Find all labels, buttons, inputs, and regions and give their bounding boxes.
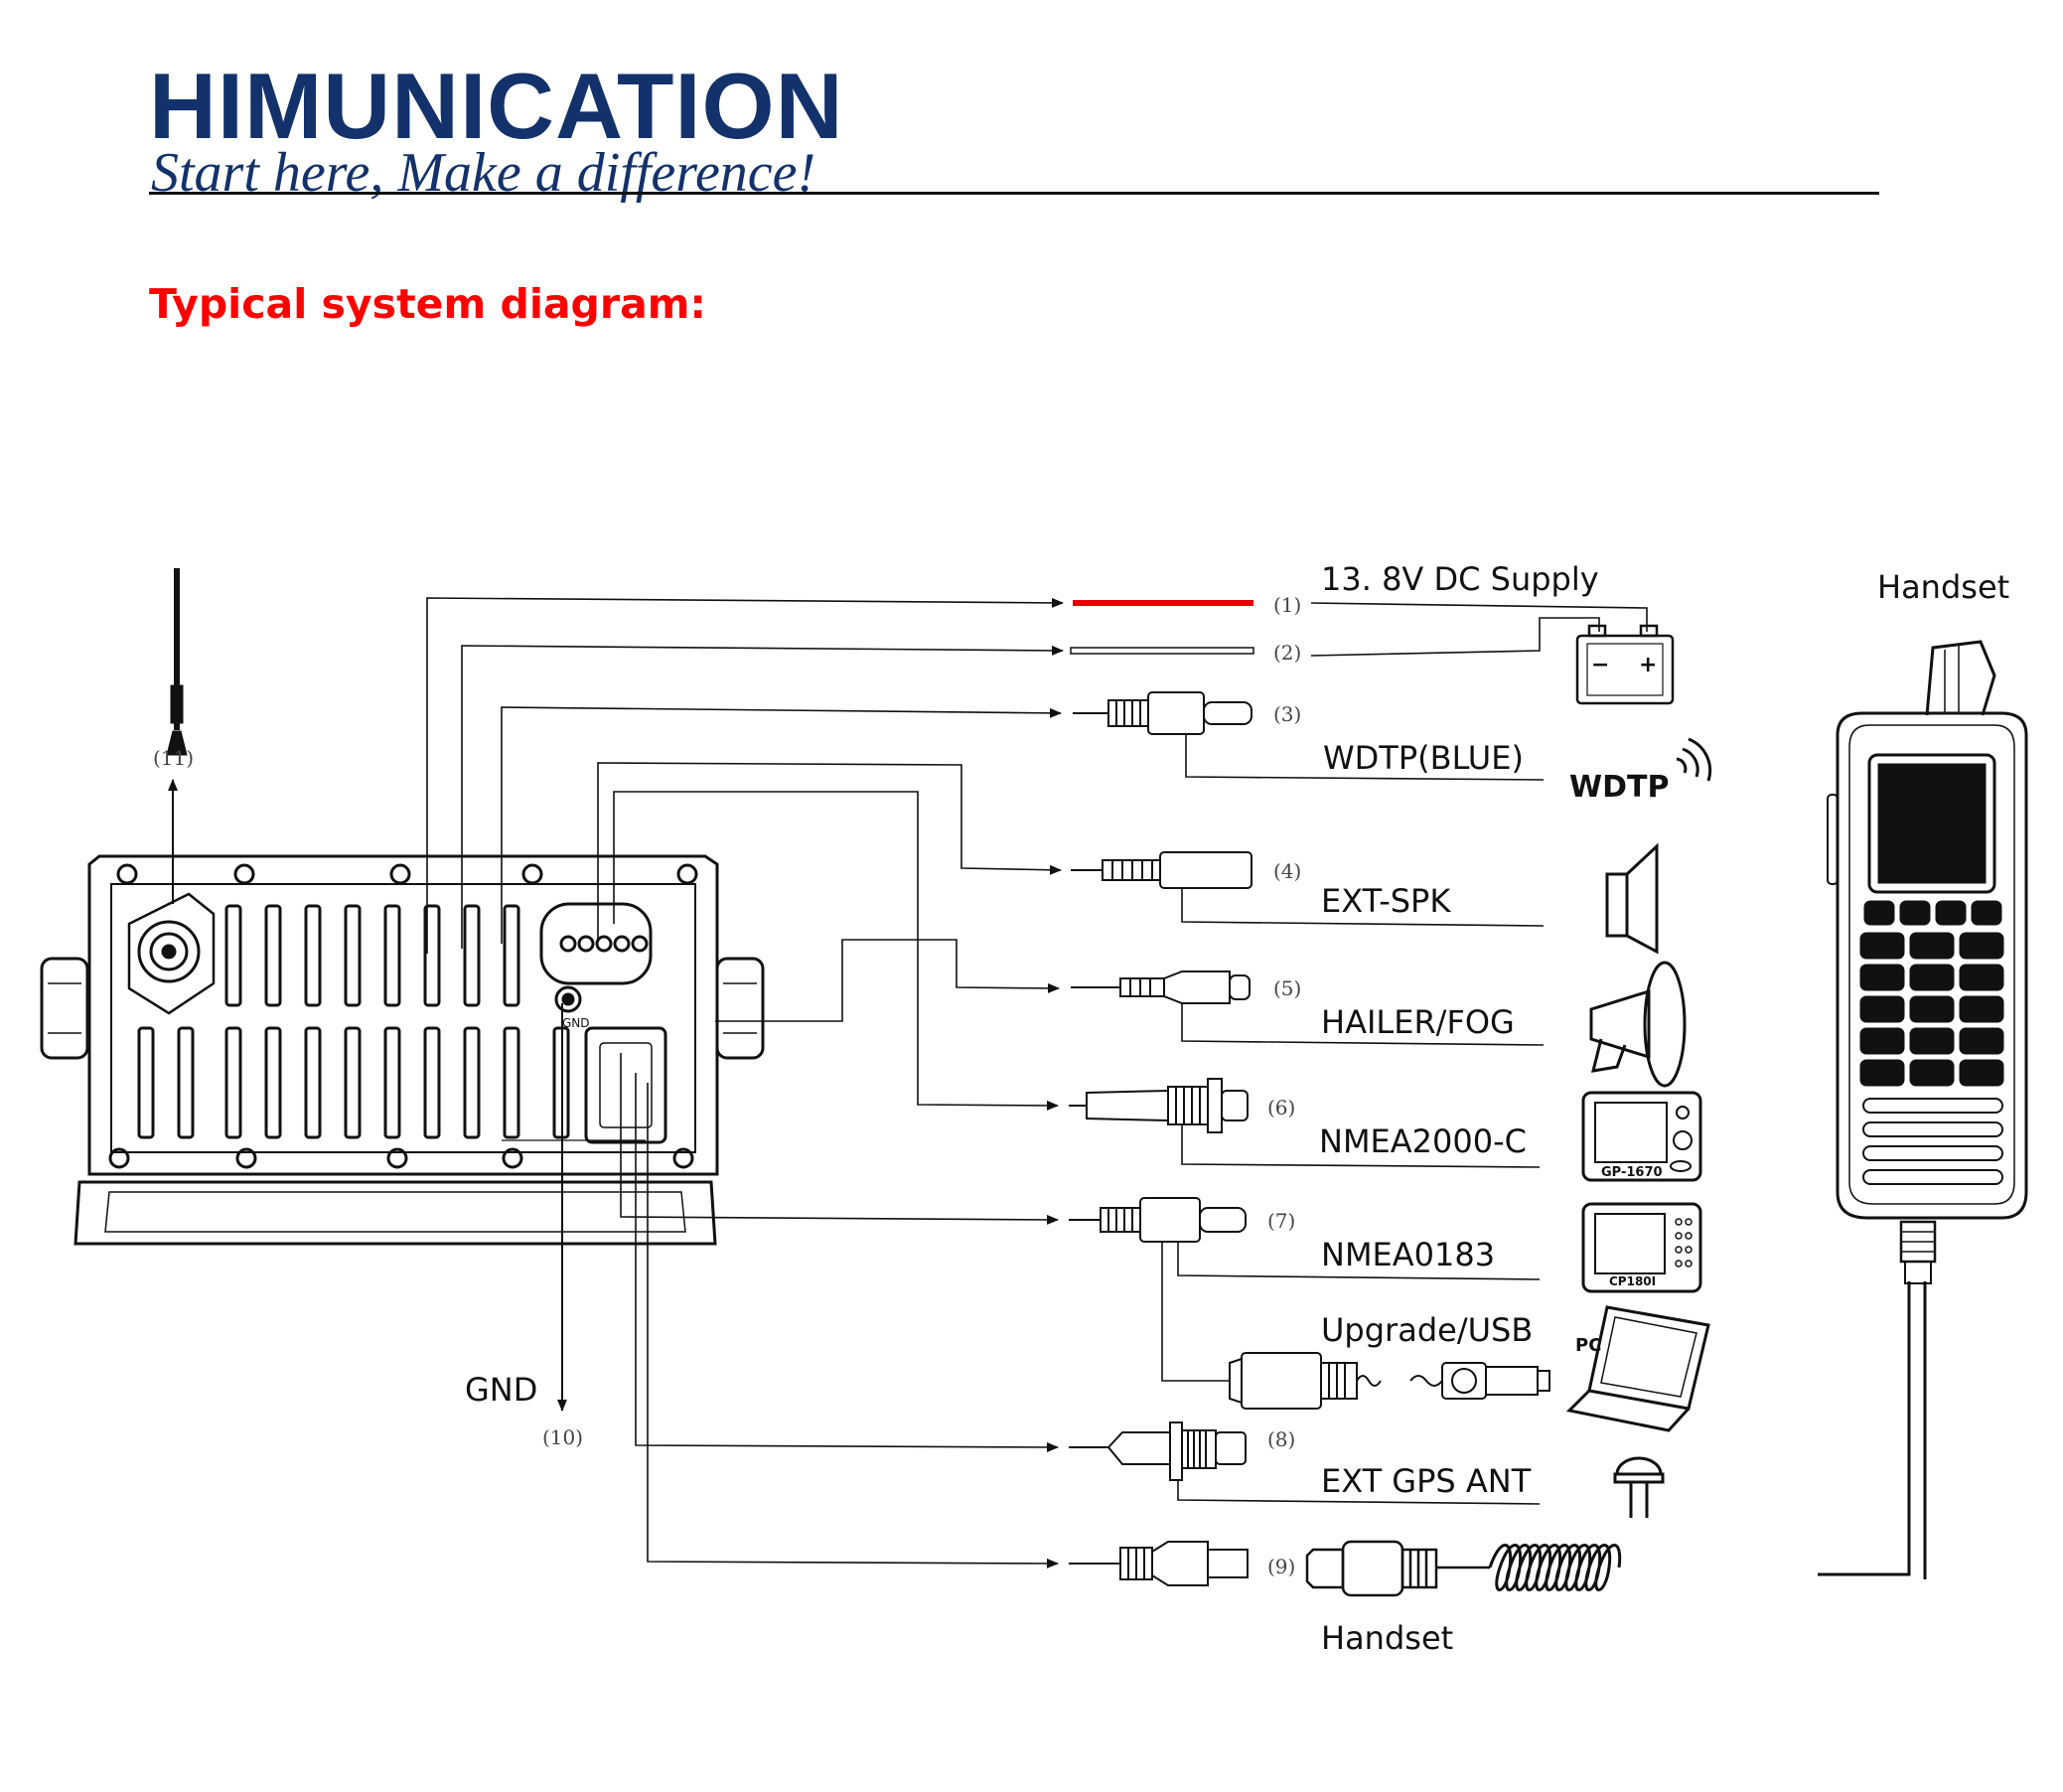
label-hailer: HAILER/FOG: [1321, 1003, 1515, 1041]
num-5: (5): [1273, 976, 1301, 1000]
gps-antenna-icon: [1613, 1456, 1665, 1518]
label-dc-supply: 13. 8V DC Supply: [1321, 560, 1599, 598]
num-2: (2): [1273, 641, 1301, 665]
speaker-icon: [1605, 842, 1659, 955]
battery-minus: −: [1591, 653, 1609, 677]
radio-cable-harness: [426, 597, 1064, 1568]
gps-plotter-icon: [1581, 1091, 1702, 1182]
num-4: (4): [1273, 859, 1301, 883]
wire-4: [1181, 888, 1545, 927]
horn-icon: [1589, 961, 1687, 1088]
handset-title: Handset: [1877, 568, 2009, 606]
connector-8: [1069, 1421, 1247, 1481]
num-6: (6): [1267, 1096, 1295, 1120]
num-8: (8): [1267, 1427, 1295, 1451]
label-wdtp: WDTP(BLUE): [1323, 739, 1524, 777]
power-positive-wire: [1310, 602, 1648, 632]
usb-connector: [1229, 1352, 1382, 1410]
usb-plug-icon: [1409, 1362, 1550, 1400]
label-handset-bottom: Handset: [1321, 1619, 1453, 1657]
power-negative-lead: [1070, 647, 1254, 655]
connector-5: [1071, 971, 1251, 1004]
section-heading: Typical system diagram:: [149, 280, 706, 328]
gnd-label: GND: [465, 1371, 537, 1409]
label-ext-spk: EXT-SPK: [1321, 882, 1451, 920]
power-negative-wire: [1310, 617, 1600, 657]
connector-6: [1069, 1078, 1249, 1133]
num-3: (3): [1273, 702, 1301, 726]
coiled-cord: [1488, 1281, 1927, 1591]
wdtp-icon: WDTP: [1569, 770, 1669, 805]
wire-7: [1177, 1242, 1541, 1280]
handset-icon: [1827, 640, 2028, 1284]
header-divider: [149, 192, 1879, 195]
brand-name: HIMUNICATION: [149, 54, 844, 158]
label-usb: Upgrade/USB: [1321, 1311, 1533, 1349]
handset-plug: [1305, 1540, 1490, 1597]
label-nmea2000: NMEA2000-C: [1319, 1122, 1527, 1160]
laptop-icon: [1565, 1305, 1710, 1432]
wire-5: [1181, 1003, 1545, 1046]
wire-3: [1185, 734, 1545, 781]
gnd-number: (10): [542, 1425, 583, 1449]
num-7: (7): [1267, 1209, 1295, 1233]
wire-6: [1181, 1124, 1541, 1168]
usb-branch-wire: [1161, 1242, 1230, 1382]
connector-7: [1069, 1197, 1247, 1243]
connector-4: [1071, 851, 1253, 889]
cp-model-label: CP180I: [1609, 1274, 1656, 1288]
radio-rear-panel: [40, 854, 765, 1246]
num-1: (1): [1273, 593, 1301, 617]
battery-plus: +: [1639, 653, 1657, 677]
wire-8: [1177, 1480, 1541, 1505]
pc-label: PC: [1575, 1335, 1601, 1356]
antenna-number: (11): [153, 746, 194, 770]
num-9: (9): [1267, 1555, 1295, 1578]
chassis-gnd-label: GND: [562, 1016, 590, 1030]
label-gps-ant: EXT GPS ANT: [1321, 1462, 1532, 1500]
wireless-waves-icon: [1676, 737, 1712, 782]
brand-logo: HIMUNICATION Start here, Make a differen…: [149, 54, 914, 204]
label-nmea0183: NMEA0183: [1321, 1236, 1495, 1273]
battery-icon: [1575, 624, 1675, 705]
chartplotter-icon: [1581, 1202, 1702, 1293]
connector-9: [1069, 1541, 1249, 1586]
vhf-antenna-icon: [166, 568, 188, 756]
brand-tagline: Start here, Make a difference!: [151, 142, 816, 204]
gp-model-label: GP-1670: [1601, 1165, 1663, 1180]
connector-3: [1073, 691, 1253, 735]
